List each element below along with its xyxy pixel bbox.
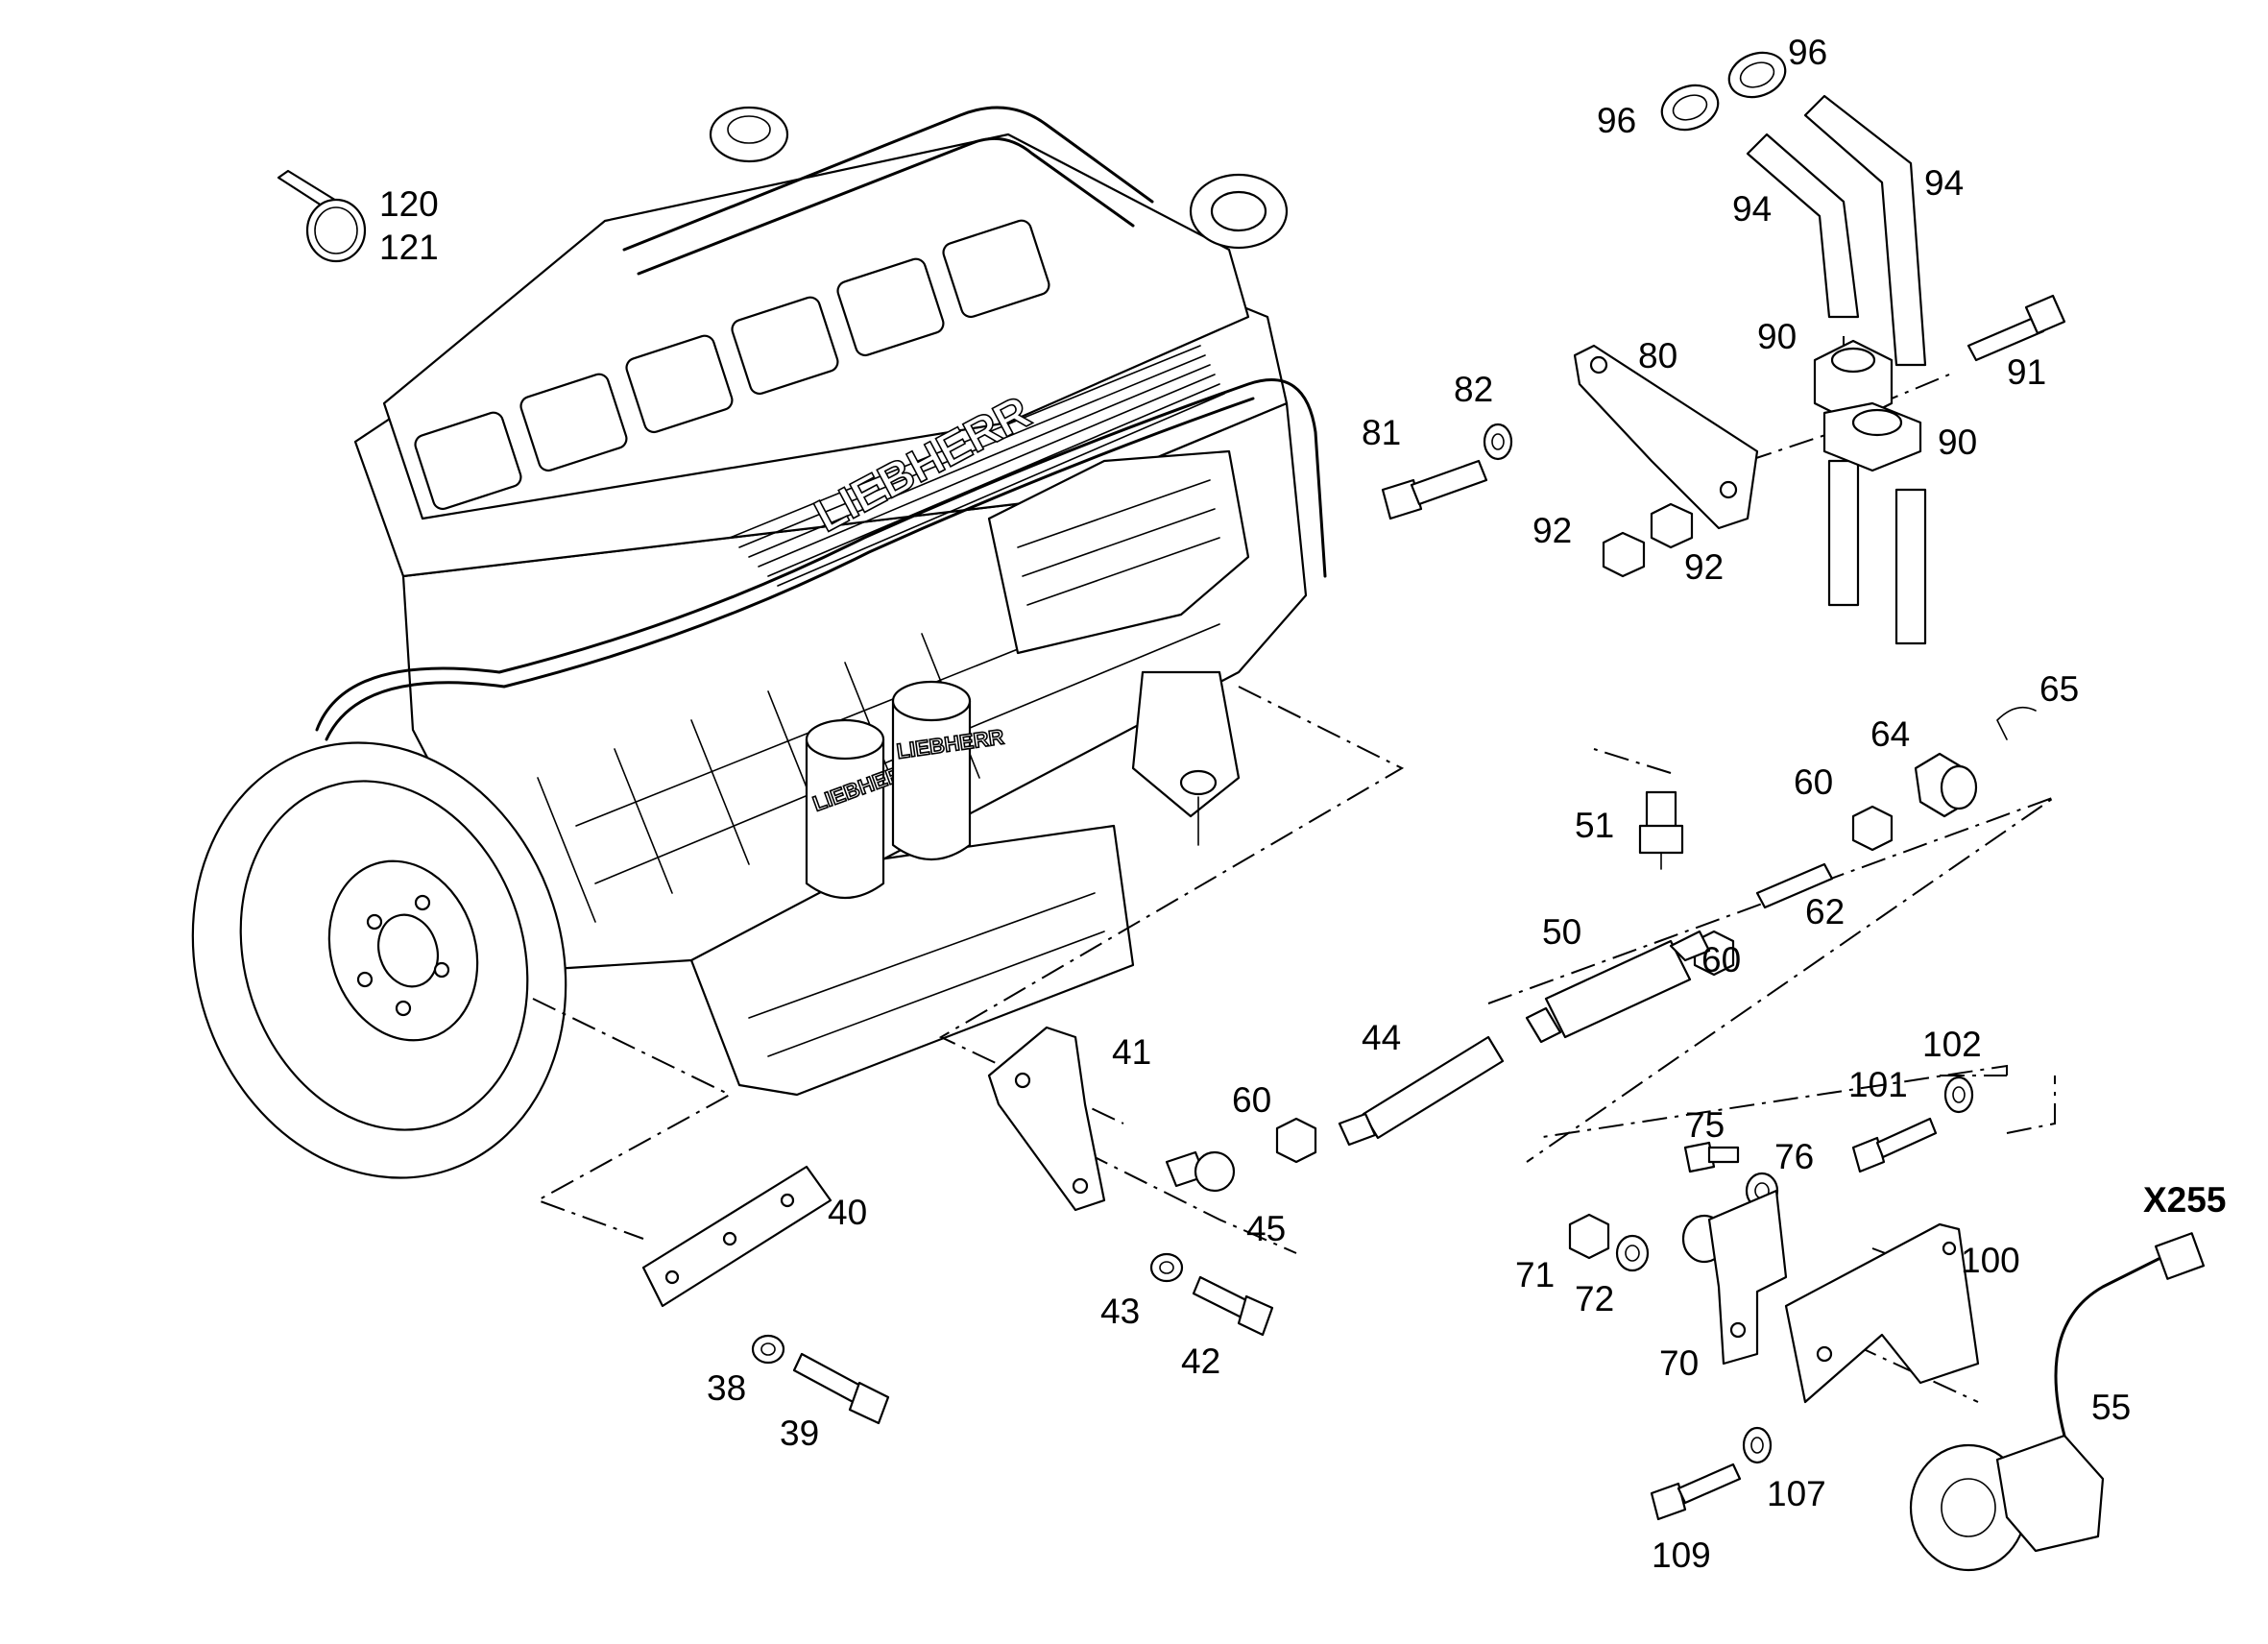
label-39: 39 bbox=[780, 1414, 819, 1453]
label-38: 38 bbox=[707, 1368, 746, 1408]
bracket-80 bbox=[1573, 344, 1759, 530]
label-72: 72 bbox=[1575, 1279, 1614, 1318]
label-42: 42 bbox=[1181, 1342, 1220, 1381]
threaded-rod-62 bbox=[1755, 862, 1834, 909]
bracket-41 bbox=[987, 1026, 1106, 1212]
label-80: 80 bbox=[1638, 336, 1677, 375]
part-labels: 120 121 96 96 94 94 90 90 91 80 81 82 92… bbox=[379, 33, 2226, 1575]
label-60-top: 60 bbox=[1794, 762, 1833, 802]
sender-51 bbox=[1638, 790, 1684, 870]
label-51: 51 bbox=[1575, 806, 1614, 845]
bolt-109 bbox=[1650, 1426, 1773, 1521]
bolt-42 bbox=[1149, 1252, 1274, 1337]
label-109: 109 bbox=[1652, 1535, 1711, 1575]
spring-pin-65 bbox=[1996, 706, 2037, 740]
label-94-right: 94 bbox=[1924, 163, 1964, 203]
label-92-right: 92 bbox=[1684, 547, 1724, 587]
rocker-covers bbox=[414, 219, 1050, 511]
bracket-100 bbox=[1784, 1222, 1980, 1404]
label-71: 71 bbox=[1515, 1255, 1555, 1294]
cable-tie bbox=[277, 169, 367, 263]
plate-40 bbox=[641, 1165, 832, 1308]
ball-joint-45 bbox=[1165, 1150, 1236, 1193]
label-64: 64 bbox=[1870, 714, 1910, 754]
label-81: 81 bbox=[1362, 413, 1401, 452]
label-101: 101 bbox=[1848, 1065, 1908, 1104]
nut-71 bbox=[1568, 1213, 1650, 1272]
label-96-left: 96 bbox=[1597, 101, 1636, 140]
label-107: 107 bbox=[1767, 1474, 1826, 1513]
hoses bbox=[1746, 94, 1927, 645]
nuts-92 bbox=[1602, 502, 1694, 578]
label-96-right: 96 bbox=[1788, 33, 1827, 72]
label-44: 44 bbox=[1362, 1018, 1401, 1057]
bolt-101 bbox=[1851, 1076, 1974, 1173]
label-76: 76 bbox=[1774, 1137, 1814, 1176]
label-40: 40 bbox=[828, 1193, 867, 1232]
label-62: 62 bbox=[1805, 892, 1845, 931]
bushing-64 bbox=[1914, 752, 1978, 818]
twin-clamp bbox=[1813, 339, 1922, 472]
hose-clamps bbox=[1660, 51, 1787, 132]
bolt-91 bbox=[1966, 294, 2066, 362]
label-60-bottom: 60 bbox=[1232, 1080, 1271, 1120]
label-100: 100 bbox=[1961, 1241, 2020, 1280]
label-43: 43 bbox=[1100, 1292, 1140, 1331]
label-102: 102 bbox=[1922, 1025, 1982, 1064]
label-45: 45 bbox=[1246, 1209, 1286, 1248]
label-90-top: 90 bbox=[1757, 317, 1797, 356]
label-92-left: 92 bbox=[1532, 511, 1572, 550]
solenoid-55 bbox=[1909, 1232, 2206, 1572]
label-50: 50 bbox=[1542, 912, 1581, 952]
bolt-39 bbox=[751, 1334, 890, 1425]
bolt-81 bbox=[1381, 423, 1513, 520]
label-60-middle: 60 bbox=[1701, 940, 1741, 979]
label-41: 41 bbox=[1112, 1032, 1151, 1072]
label-91: 91 bbox=[2007, 352, 2046, 392]
label-70: 70 bbox=[1659, 1343, 1699, 1383]
label-90-bottom: 90 bbox=[1938, 423, 1977, 462]
label-120: 120 bbox=[379, 184, 439, 224]
connector-label: X255 bbox=[2143, 1180, 2226, 1220]
label-55: 55 bbox=[2091, 1388, 2131, 1427]
piston-rod-44 bbox=[1338, 1035, 1505, 1147]
bracket-70 bbox=[1681, 1189, 1788, 1366]
label-82: 82 bbox=[1454, 370, 1493, 409]
label-94-left: 94 bbox=[1732, 189, 1772, 229]
label-121: 121 bbox=[379, 228, 439, 267]
fuel-filters: LIEBHERR LIEBHERR bbox=[805, 680, 1006, 900]
label-75: 75 bbox=[1685, 1105, 1725, 1145]
damper-cylinder-50 bbox=[1525, 930, 1711, 1044]
flywheel-housing bbox=[191, 741, 567, 1179]
engine-assembly: LIEBHERR LIEBHERR LIEBHERR bbox=[191, 106, 1327, 1179]
label-65: 65 bbox=[2039, 669, 2079, 709]
